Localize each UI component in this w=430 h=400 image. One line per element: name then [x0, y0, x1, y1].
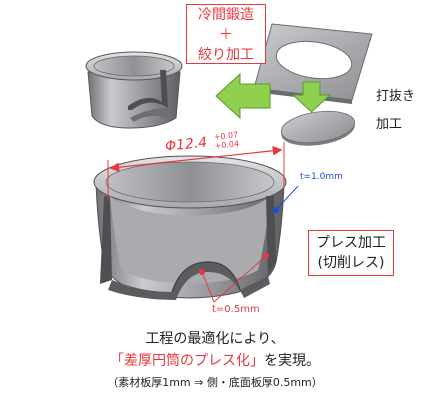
bottom-thickness-label: t=0.5mm	[212, 304, 260, 315]
sheet-blank	[253, 23, 373, 104]
press-process-box: プレス加工 (切削レス)	[308, 230, 394, 276]
caption-line-2: 「差厚円筒のプレス化」を実現。	[0, 350, 430, 370]
punched-disc	[280, 110, 356, 146]
caption-line-3: （素材板厚1mm ⇒ 側・底面板厚0.5mm）	[107, 376, 323, 389]
bottom-thickness-marker-1	[199, 269, 205, 275]
left-arrow-icon	[215, 72, 271, 120]
caption-line-1: 工程の最適化により、	[145, 331, 285, 347]
forging-process-box: 冷間鍛造 ＋ 絞り加工	[186, 4, 266, 64]
bottom-thickness-leader-1	[201, 271, 215, 303]
side-thickness-label: t=1.0mm	[300, 172, 343, 182]
press-line-2: (切削レス)	[317, 255, 385, 271]
diameter-dimension	[107, 142, 285, 200]
press-line-1: プレス加工	[316, 235, 386, 251]
side-thickness-leader	[275, 185, 299, 211]
side-thickness-marker	[273, 207, 279, 213]
forging-line-3: 絞り加工	[198, 47, 254, 63]
caption-highlight: 「差厚円筒のプレス化」	[110, 353, 264, 369]
bottom-thickness-leader-2	[213, 255, 267, 303]
caption-rest: を実現。	[264, 353, 320, 369]
punching-line-1: 打抜き	[376, 89, 416, 104]
forging-line-1: 冷間鍛造	[198, 7, 254, 23]
down-arrow-icon	[291, 81, 332, 113]
forging-line-2: ＋	[219, 27, 233, 43]
large-cup	[93, 155, 287, 300]
small-cup	[85, 51, 183, 129]
punching-process-label: 打抜き 加工	[376, 86, 415, 136]
punching-line-2: 加工	[376, 117, 403, 132]
bottom-thickness-marker-2	[263, 253, 269, 259]
